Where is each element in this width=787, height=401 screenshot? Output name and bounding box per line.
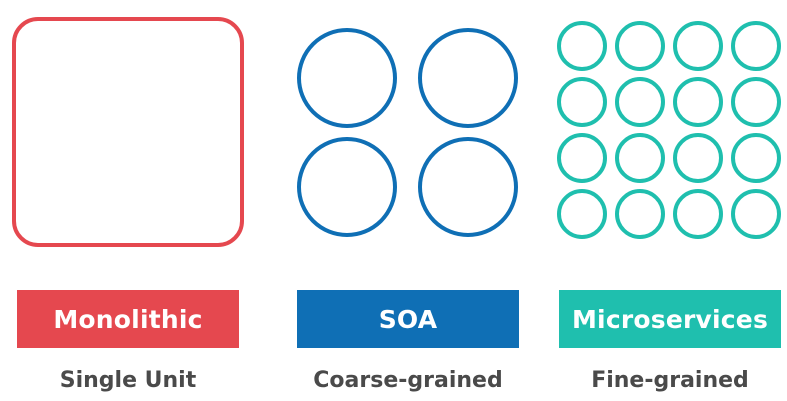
microservice-circle bbox=[673, 77, 723, 127]
microservice-circle bbox=[557, 21, 607, 71]
architecture-diagram bbox=[12, 17, 781, 247]
microservice-circle bbox=[615, 133, 665, 183]
microservice-circle bbox=[731, 133, 781, 183]
microservice-circle bbox=[731, 189, 781, 239]
microservice-circle bbox=[615, 21, 665, 71]
soa-services-grid bbox=[297, 28, 518, 237]
soa-label: SOA bbox=[297, 290, 519, 348]
monolithic-sublabel: Single Unit bbox=[17, 364, 239, 396]
microservice-circle bbox=[615, 189, 665, 239]
microservices-label: Microservices bbox=[559, 290, 781, 348]
microservice-circle bbox=[731, 77, 781, 127]
soa-service-circle bbox=[297, 28, 397, 128]
monolithic-label-text: Monolithic bbox=[53, 304, 203, 334]
microservice-circle bbox=[731, 21, 781, 71]
microservice-circle bbox=[615, 77, 665, 127]
monolithic-sublabel-text: Single Unit bbox=[59, 367, 197, 393]
soa-label-text: SOA bbox=[378, 304, 438, 334]
microservice-circle bbox=[557, 77, 607, 127]
microservice-circle bbox=[557, 133, 607, 183]
microservice-circle bbox=[673, 21, 723, 71]
microservices-label-text: Microservices bbox=[571, 304, 769, 334]
microservices-grid bbox=[557, 21, 781, 239]
microservice-circle bbox=[557, 189, 607, 239]
monolithic-unit-shape bbox=[12, 17, 244, 247]
soa-service-circle bbox=[418, 137, 518, 237]
microservice-circle bbox=[673, 189, 723, 239]
microservices-sublabel-text: Fine-grained bbox=[591, 367, 749, 393]
soa-sublabel: Coarse-grained bbox=[297, 364, 519, 396]
microservice-circle bbox=[673, 133, 723, 183]
microservices-sublabel: Fine-grained bbox=[559, 364, 781, 396]
soa-service-circle bbox=[297, 137, 397, 237]
monolithic-label: Monolithic bbox=[17, 290, 239, 348]
soa-sublabel-text: Coarse-grained bbox=[313, 367, 503, 393]
soa-service-circle bbox=[418, 28, 518, 128]
